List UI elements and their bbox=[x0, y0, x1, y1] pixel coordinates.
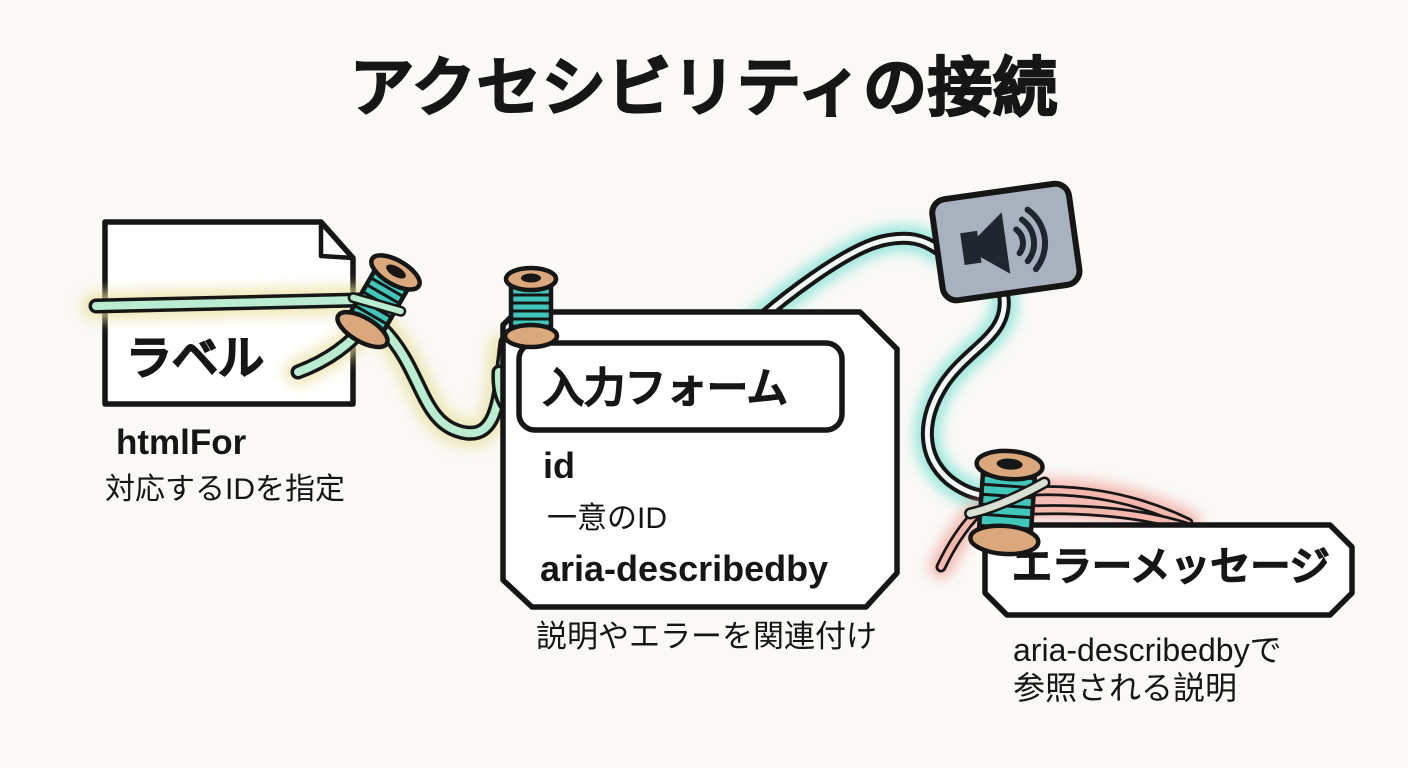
thread-teal-lower bbox=[913, 284, 1018, 510]
input-form-title-pill bbox=[516, 340, 845, 433]
speaker-audio-icon bbox=[929, 180, 1083, 304]
input-form-attribute-aria: aria-describedby bbox=[540, 548, 829, 589]
thread-teal-upper bbox=[734, 224, 954, 344]
input-form-caption: 説明やエラーを関連付け bbox=[536, 619, 877, 654]
page-title: アクセシビリティの接続 bbox=[349, 52, 1058, 124]
label-card-attribute-desc: 対応するIDを指定 bbox=[105, 473, 345, 506]
thread-spool-icon bbox=[964, 448, 1051, 557]
input-form-title: 入力フォーム bbox=[542, 365, 788, 411]
label-card-title: ラベル bbox=[125, 332, 265, 384]
input-form-attribute-id: id bbox=[543, 445, 575, 486]
thread-spool-icon bbox=[335, 253, 422, 350]
error-card-caption-line2: 参照される説明 bbox=[1013, 670, 1238, 706]
label-card-attribute: htmlFor bbox=[116, 423, 247, 462]
error-card-caption-line1: aria-describedbyで bbox=[1013, 632, 1282, 668]
input-form-card bbox=[500, 309, 900, 610]
error-message-card bbox=[982, 522, 1355, 618]
error-card-title: エラーメッセージ bbox=[1011, 545, 1330, 590]
input-form-attribute-id-desc: 一意のID bbox=[547, 502, 667, 535]
thread-spool-icon bbox=[502, 265, 560, 350]
